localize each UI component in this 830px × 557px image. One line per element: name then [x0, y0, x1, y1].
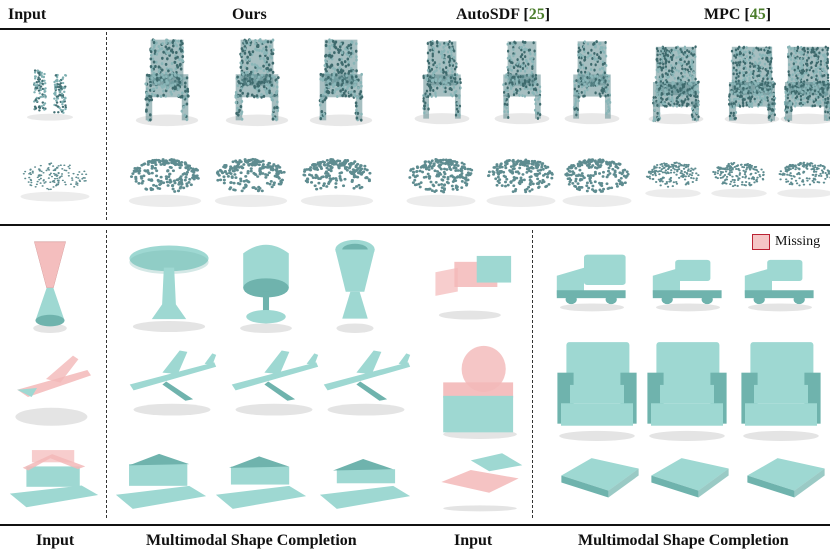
autosdf-sofa-3 — [556, 134, 638, 210]
ours-sofa-1 — [122, 134, 208, 210]
ours-chair-2 — [216, 32, 298, 128]
footer-input-left: Input — [36, 532, 75, 549]
header-ours: Ours — [232, 6, 267, 23]
ours-sofa-2 — [208, 134, 294, 210]
divider-bottom-left — [106, 230, 107, 518]
roof-3 — [744, 450, 828, 508]
input-truck — [432, 250, 518, 324]
armchair-2 — [642, 338, 732, 442]
armchair-3 — [736, 338, 826, 442]
input-airplane — [10, 352, 100, 442]
mpc-chair-1 — [640, 38, 712, 126]
mpc-chair-3 — [772, 38, 830, 126]
roof-1 — [558, 450, 642, 508]
ours-chair-3 — [300, 32, 382, 128]
divider-bottom-right — [532, 230, 533, 518]
divider-top — [106, 32, 107, 220]
ours-swivel-chair — [228, 238, 304, 334]
mpc-chair-2 — [716, 38, 788, 126]
truck-3 — [740, 248, 820, 314]
footer-completion-left: Multimodal Shape Completion — [146, 532, 357, 549]
input-lamp — [22, 238, 78, 334]
ours-sofa-3 — [294, 134, 380, 210]
mpc-sofa-2 — [706, 144, 772, 200]
ours-table — [126, 240, 212, 332]
header-mpc: MPC [45] — [704, 6, 772, 23]
input-armchair — [434, 344, 526, 440]
ours-lamp — [326, 238, 384, 334]
ours-house-1 — [114, 450, 208, 514]
autosdf-chair-2 — [486, 34, 558, 126]
missing-label: Missing — [775, 234, 821, 249]
footer-completion-right: Multimodal Shape Completion — [578, 532, 789, 549]
truck-2 — [648, 248, 728, 314]
armchair-1 — [552, 338, 642, 442]
autosdf-sofa-2 — [480, 134, 562, 210]
autosdf-sofa-1 — [400, 134, 482, 210]
input-house — [8, 446, 100, 514]
middle-rule — [0, 224, 830, 226]
bottom-rule — [0, 524, 830, 526]
ours-airplane-1 — [124, 346, 220, 420]
top-rule — [0, 28, 830, 30]
missing-legend: Missing — [752, 234, 820, 250]
ours-house-3 — [318, 450, 412, 514]
roof-2 — [648, 450, 732, 508]
header-autosdf: AutoSDF [25] — [456, 6, 551, 23]
input-pile — [434, 452, 526, 512]
truck-1 — [552, 248, 632, 314]
missing-swatch — [752, 234, 770, 250]
ours-house-2 — [214, 450, 308, 514]
mpc-sofa-3 — [772, 144, 830, 200]
header-input: Input — [8, 6, 47, 23]
autosdf-chair-1 — [406, 34, 478, 126]
mpc-sofa-1 — [640, 144, 706, 200]
input-chair-partial — [14, 56, 86, 124]
autosdf-chair-3 — [556, 34, 628, 126]
ours-airplane-3 — [318, 346, 414, 420]
ours-airplane-2 — [226, 346, 322, 420]
footer-input-right: Input — [454, 532, 493, 549]
ours-chair-1 — [126, 32, 208, 128]
input-sofa-points — [14, 142, 96, 204]
